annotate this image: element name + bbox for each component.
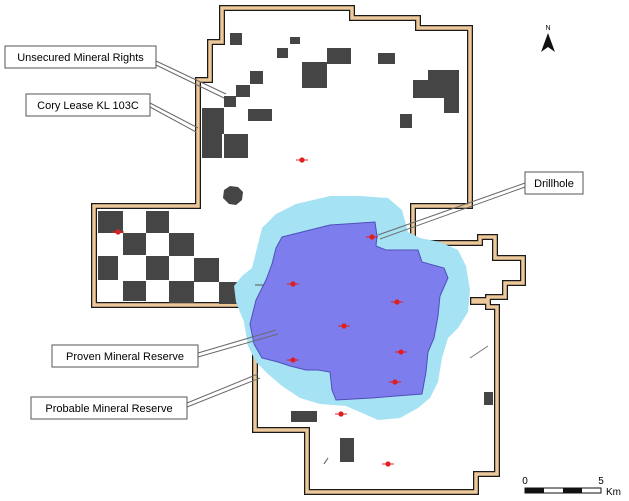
scale-bar: 0 5 Km [522,476,621,498]
drillhole-marker [335,411,347,417]
unsecured-parcel [378,53,395,64]
unsecured-parcel [98,256,118,280]
callout-proven-label: Proven Mineral Reserve [66,351,184,363]
unsecured-parcel [290,37,300,44]
drillhole-marker [287,357,299,363]
drillhole-marker [391,299,403,305]
unsecured-parcel [236,85,250,97]
scale-bar-start: 0 [522,476,528,487]
unsecured-parcel [250,71,263,84]
proven-mineral-reserve [249,221,449,401]
north-arrow-label: N [545,25,550,32]
callout-probable-label: Probable Mineral Reserve [45,403,172,415]
minor-line [469,345,489,359]
callout-leaders [149,60,526,408]
callout-probable: Probable Mineral Reserve [30,396,188,420]
drillhole-marker [287,281,299,287]
minor-line [323,457,329,465]
drillhole-marker [395,349,407,355]
unsecured-mineral-rights [98,33,493,462]
unsecured-parcel [444,98,459,113]
scale-bar-end: 5 [598,476,604,487]
unsecured-parcel [230,33,242,45]
unsecured-parcel [302,62,327,88]
unsecured-parcel [98,211,123,233]
unsecured-parcel [340,438,354,462]
unsecured-parcel [291,411,317,422]
callout-unsecured-label: Unsecured Mineral Rights [17,52,144,64]
lease-boundary-fill-line [92,6,525,494]
unsecured-parcel [224,134,248,158]
unsecured-parcel [146,256,169,280]
unsecured-parcel [400,114,412,128]
unsecured-parcel [484,392,493,405]
unsecured-parcel [413,80,428,98]
unsecured-parcel [428,70,459,98]
callout-lease-label: Cory Lease KL 103C [37,100,139,112]
drillhole-marker [338,323,350,329]
drillhole-marker [382,461,394,467]
drillhole-marker [112,229,124,235]
unsecured-parcel [169,281,194,303]
callout-drillhole: Drillhole [524,171,584,195]
unsecured-parcel [202,108,224,134]
north-arrow-icon [541,33,555,52]
unsecured-parcel [277,48,288,58]
callout-unsecured: Unsecured Mineral Rights [4,45,157,69]
drillhole-marker [366,234,378,240]
unsecured-parcel [224,96,236,107]
unsecured-parcel [194,258,219,282]
unsecured-parcel [202,134,222,158]
unsecured-parcel [146,211,169,233]
unsecured-parcel [123,281,146,301]
unsecured-parcel [169,233,194,256]
callout-drillhole-label: Drillhole [534,178,574,190]
unsecured-parcel [223,186,243,205]
unsecured-parcel [327,48,351,64]
north-arrow: N [541,25,555,52]
callout-proven: Proven Mineral Reserve [51,344,199,368]
lease-boundary [91,5,526,495]
unsecured-parcel [123,233,146,255]
drillholes [112,157,407,467]
scale-bar-unit: Km [606,487,621,498]
unsecured-parcel [248,109,272,121]
drillhole-marker [296,157,308,163]
drillhole-marker [389,379,401,385]
callout-lease: Cory Lease KL 103C [25,93,151,117]
